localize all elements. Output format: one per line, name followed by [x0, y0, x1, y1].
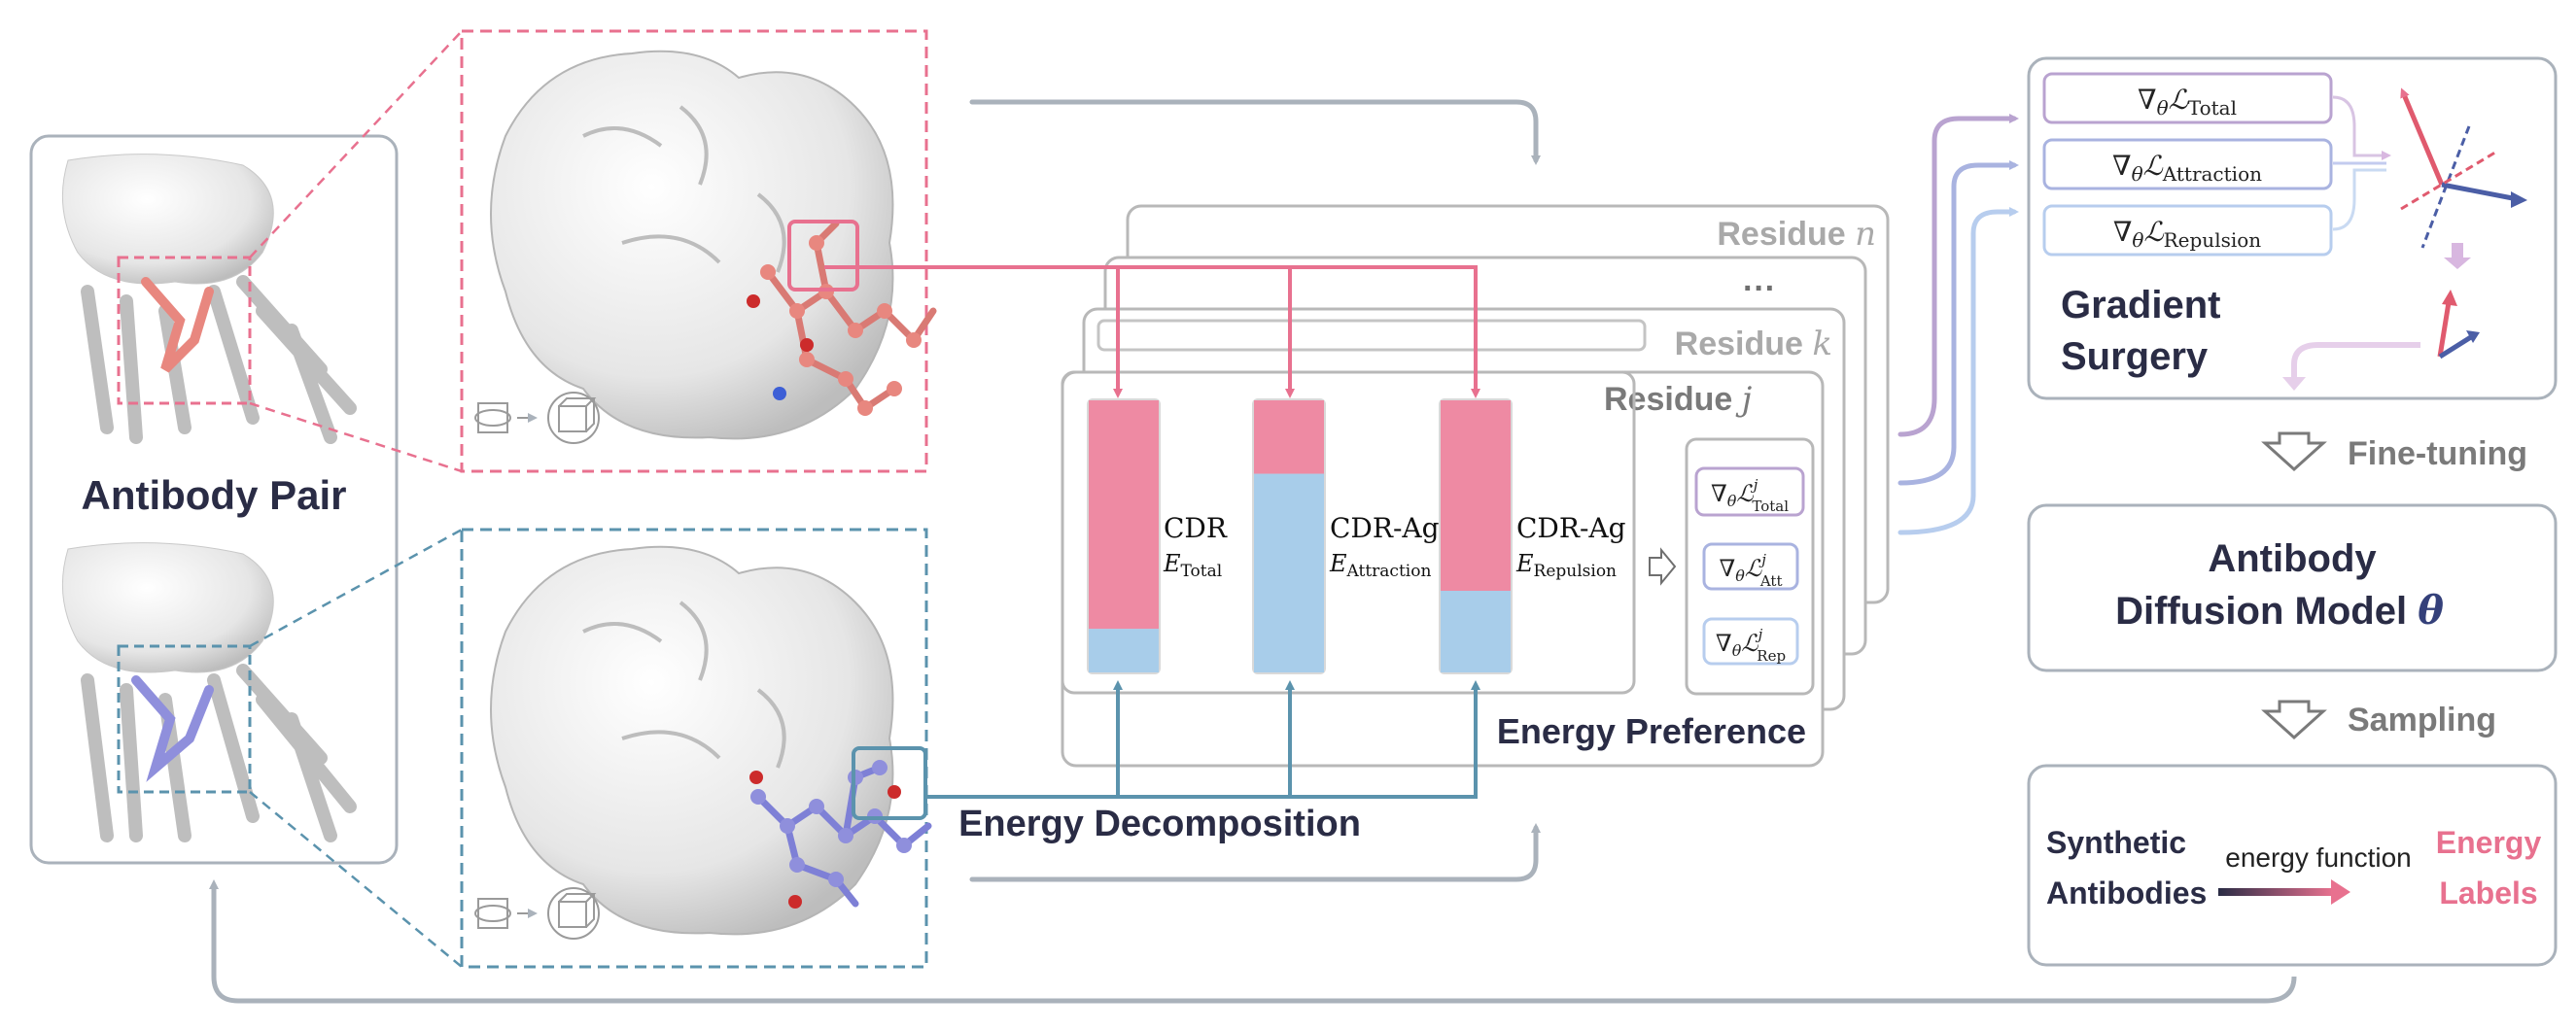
- antibody-pair-title: Antibody Pair: [81, 472, 346, 518]
- residue-j-label: Residue j: [1604, 380, 1753, 419]
- cube-icon: [547, 887, 600, 940]
- svg-text:ERepulsion: ERepulsion: [1515, 550, 1617, 581]
- svg-text:∇θℒRepulsion: ∇θℒRepulsion: [2113, 216, 2261, 252]
- bar-label-cdr-ag-repulsion: CDR-Ag ERepulsion: [1515, 512, 1626, 581]
- energy-decomposition-title: Energy Decomposition: [958, 804, 1361, 844]
- energy-bars: [1087, 398, 1513, 674]
- fine-tuning-label: Fine-tuning: [2348, 435, 2527, 472]
- energy-bar-negative: [1089, 629, 1159, 672]
- antibody-complex-top-image: [61, 154, 357, 444]
- flow-arrows-gray: [969, 99, 1541, 882]
- svg-text:∇θℒTotal: ∇θℒTotal: [2138, 84, 2237, 120]
- synthetic-line1: Synthetic: [2046, 825, 2186, 860]
- energy-preference-stack: Residue n ··· Residue k Residue j Energy…: [1061, 204, 1890, 768]
- svg-text:CDR-Ag: CDR-Ag: [1516, 512, 1626, 544]
- grad-box-total: ∇θℒTotal: [2042, 72, 2333, 124]
- sampling-step: Sampling: [2261, 700, 2496, 740]
- model-line2: Diffusion Model θ: [2115, 588, 2444, 634]
- ellipsis-label: ···: [1743, 270, 1776, 307]
- antibody-complex-bottom-image: [61, 542, 357, 842]
- svg-text:∇θℒAttraction: ∇θℒAttraction: [2112, 150, 2262, 186]
- gradient-surgery-title-2: Surgery: [2061, 335, 2209, 378]
- decomposition-arrows-pink: [824, 265, 1480, 398]
- energy-bar-negative: [1254, 473, 1324, 672]
- svg-text:CDR-Ag: CDR-Ag: [1330, 512, 1440, 544]
- synthetic-antibodies-box: Synthetic Antibodies energy function Ene…: [2027, 764, 2558, 967]
- residue-n-label: Residue n: [1717, 215, 1876, 254]
- energy-labels-line1: Energy: [2436, 825, 2542, 860]
- zoom-view-repulsion: [460, 528, 932, 969]
- feedback-loop-arrow: [209, 879, 2297, 1004]
- decomposition-arrows-blue: [925, 680, 1480, 799]
- model-line1: Antibody: [2208, 537, 2377, 580]
- svg-text:ETotal: ETotal: [1163, 550, 1222, 581]
- energy-function-label: energy function: [2225, 842, 2411, 873]
- vector-diagram-icon: [2400, 87, 2527, 360]
- energy-bar-positive: [1441, 400, 1511, 591]
- gradient-surgery-panel: ∇θℒTotal ∇θℒAttraction ∇θℒRepulsion: [2027, 56, 2558, 400]
- energy-labels-line2: Labels: [2439, 876, 2537, 910]
- rotate-view-icon: [474, 402, 538, 433]
- fine-tuning-step: Fine-tuning: [2261, 431, 2527, 472]
- energy-bar-negative: [1441, 591, 1511, 672]
- rotate-view-icon: [474, 898, 538, 929]
- grad-box-repulsion: ∇θℒRepulsion: [2042, 204, 2333, 257]
- bar-label-cdr-ag-attraction: CDR-Ag EAttraction: [1329, 512, 1440, 581]
- zoom-connectors: [249, 30, 463, 968]
- gradient-surgery-title-1: Gradient: [2061, 284, 2220, 326]
- energy-bar-positive: [1089, 400, 1159, 630]
- stack-to-surgery-arrows: [1897, 114, 2019, 535]
- antibody-pair-panel: Antibody Pair: [29, 134, 399, 865]
- synthetic-line2: Antibodies: [2046, 876, 2207, 910]
- zoom-view-attraction: [460, 29, 937, 473]
- diffusion-model-box: Antibody Diffusion Model θ: [2027, 503, 2558, 672]
- to-loss-arrow-icon: [1649, 547, 1677, 586]
- sampling-label: Sampling: [2348, 702, 2496, 738]
- residue-k-label: Residue k: [1675, 325, 1832, 363]
- bar-label-cdr-total: CDR ETotal: [1163, 512, 1228, 581]
- energy-bar-positive: [1254, 400, 1324, 474]
- grad-box-attraction: ∇θℒAttraction: [2042, 138, 2333, 190]
- svg-text:CDR: CDR: [1164, 512, 1228, 544]
- energy-preference-title: Energy Preference: [1497, 711, 1806, 751]
- cube-icon: [547, 392, 600, 444]
- svg-text:EAttraction: EAttraction: [1329, 550, 1431, 581]
